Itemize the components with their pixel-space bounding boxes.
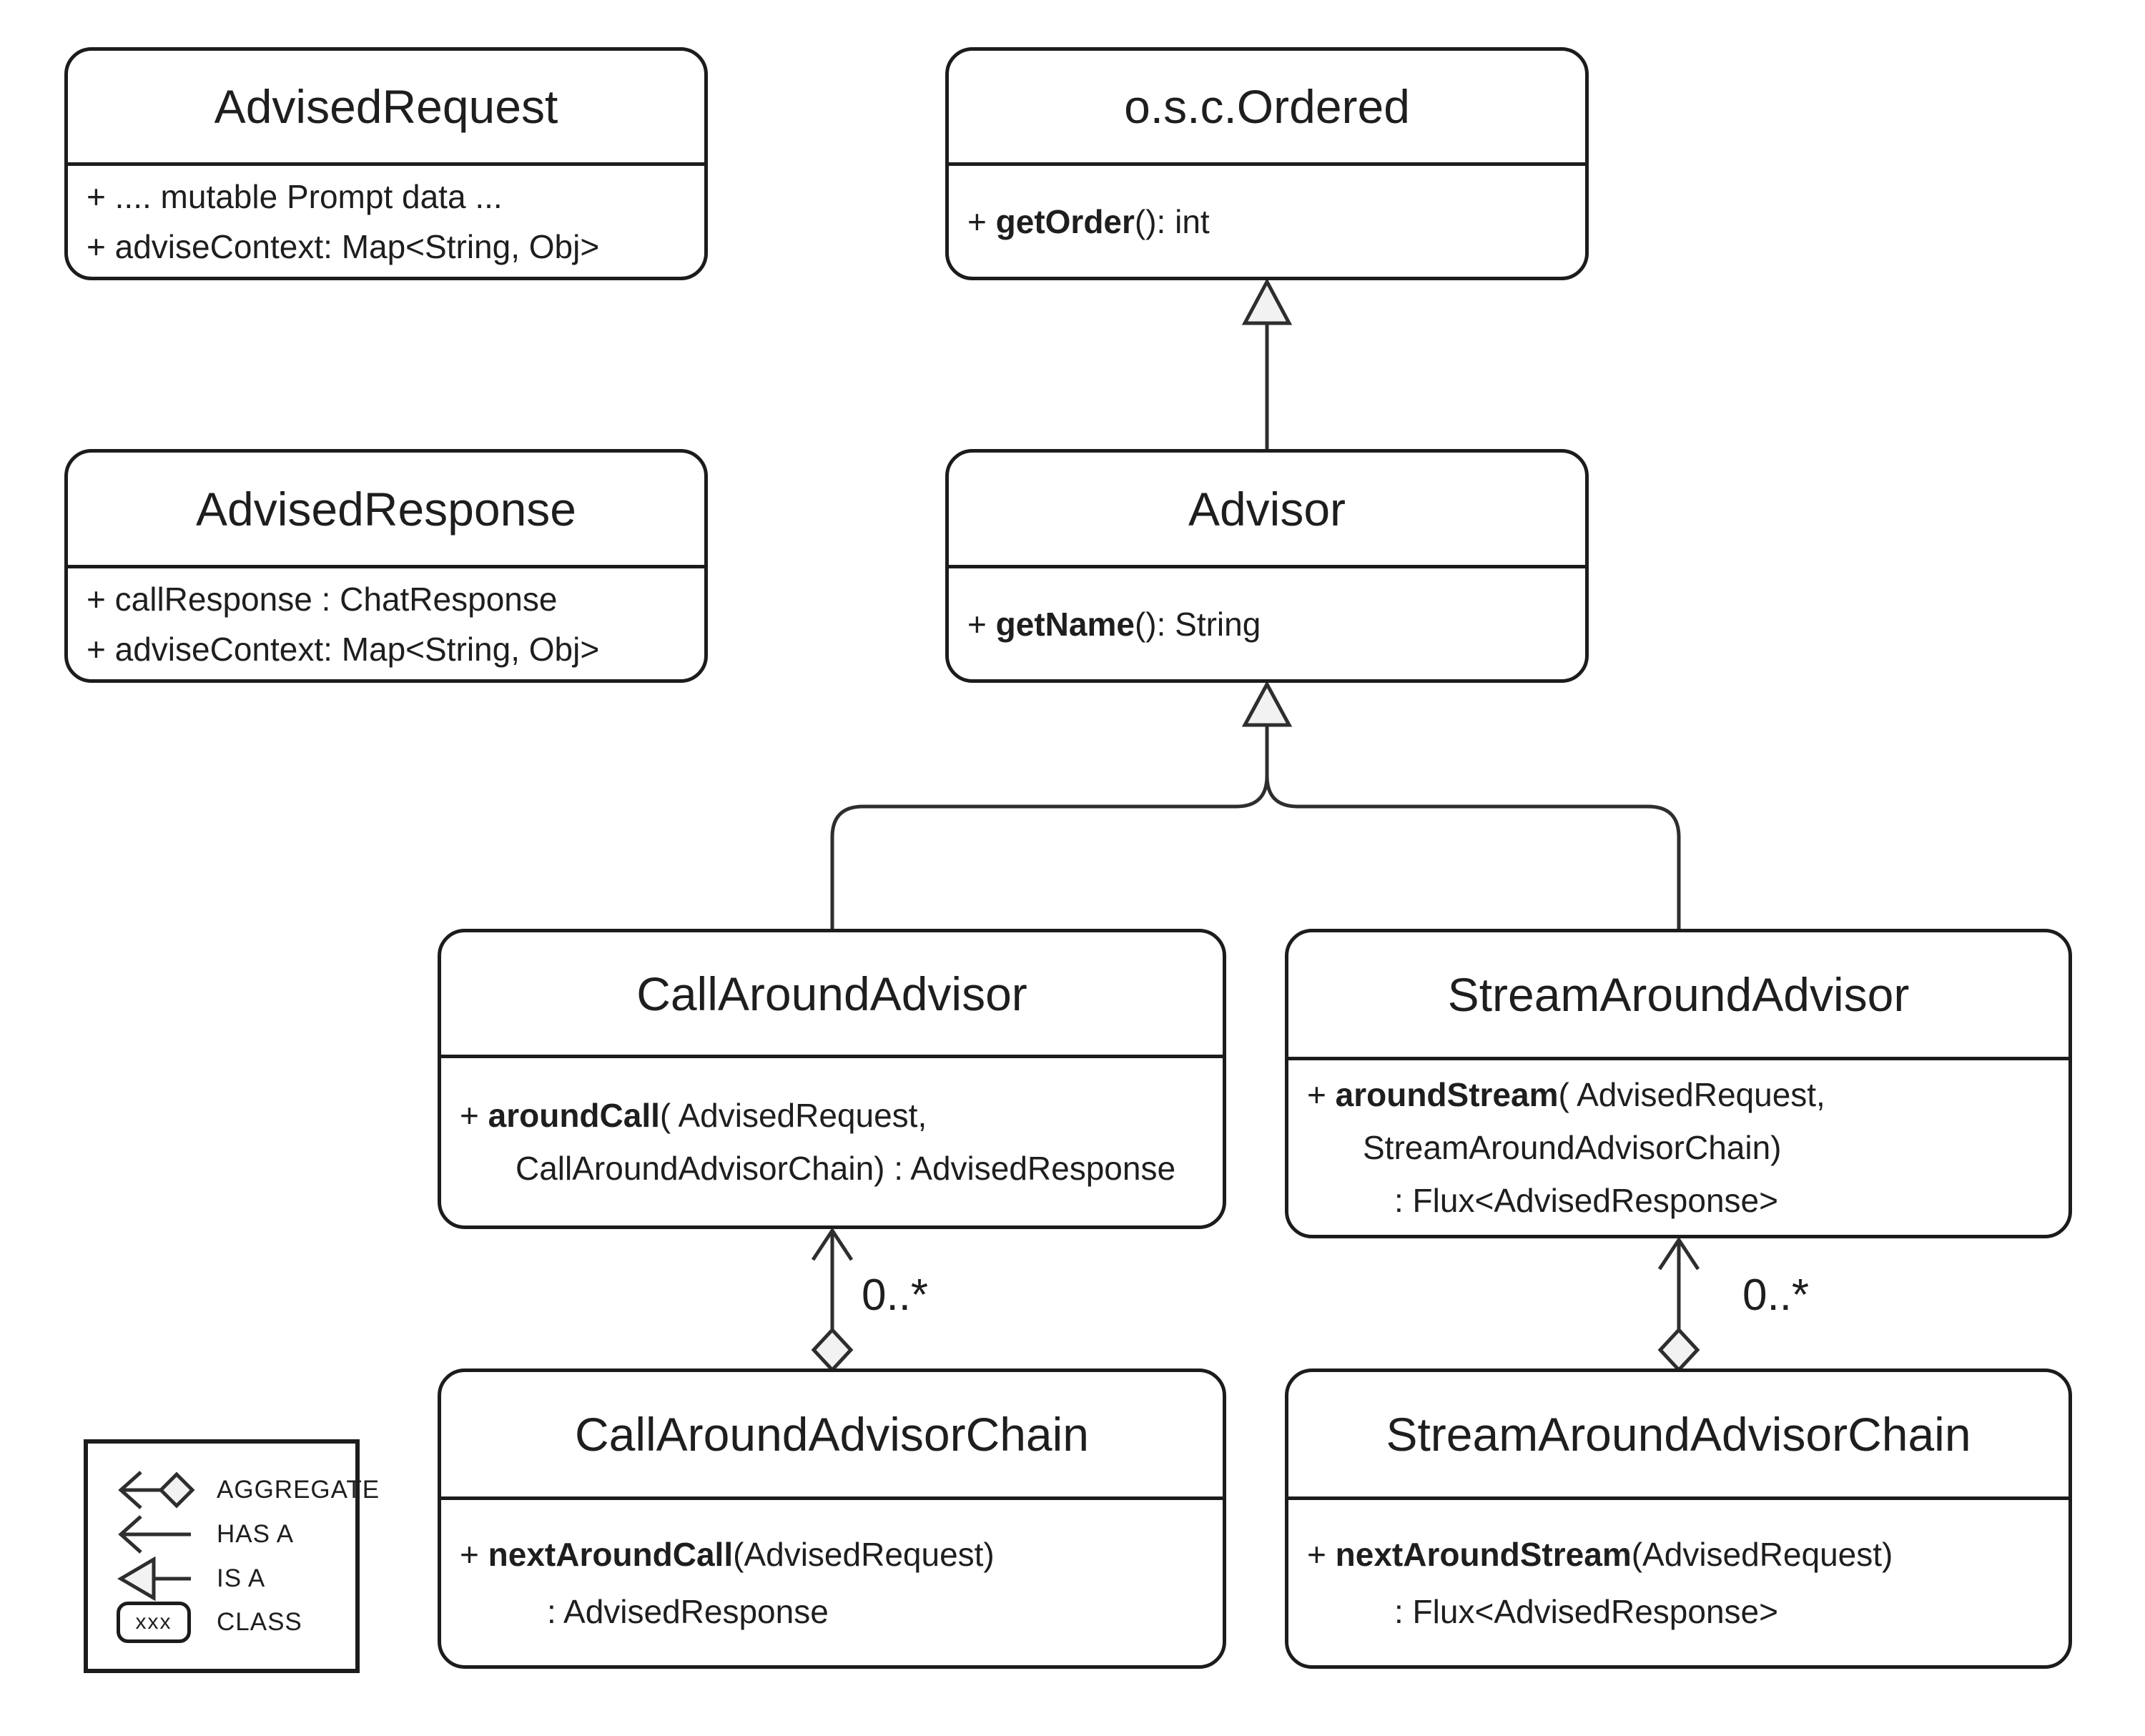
legend-item-is-a: IS A bbox=[117, 1557, 348, 1601]
is-a-connector-subadvisors-to-advisor bbox=[830, 680, 1681, 929]
open-arrowhead-icon bbox=[811, 1227, 854, 1261]
is-a-triangle-icon bbox=[1241, 277, 1293, 325]
class-title: CallAroundAdvisorChain bbox=[441, 1372, 1223, 1500]
legend-label: HAS A bbox=[217, 1520, 295, 1548]
class-box-advisedrequest: AdvisedRequest + .... mutable Prompt dat… bbox=[64, 47, 708, 280]
class-attributes: + getName(): String bbox=[949, 568, 1585, 679]
method-line: + nextAroundStream(AdvisedRequest) bbox=[1307, 1535, 1893, 1573]
class-title: StreamAroundAdvisor bbox=[1288, 932, 2068, 1060]
class-box-streamaroundadvisor: StreamAroundAdvisor + aroundStream( Advi… bbox=[1285, 929, 2072, 1238]
aggregate-icon bbox=[117, 1468, 197, 1512]
class-title: Advisor bbox=[949, 453, 1585, 568]
method-line: + aroundCall( AdvisedRequest, bbox=[460, 1097, 927, 1134]
is-a-connector-advisor-to-ordered bbox=[1241, 277, 1293, 449]
class-attributes: + nextAroundStream(AdvisedRequest) : Flu… bbox=[1288, 1500, 2068, 1665]
class-title: CallAroundAdvisor bbox=[441, 932, 1223, 1058]
class-box-advisedresponse: AdvisedResponse + callResponse : ChatRes… bbox=[64, 449, 708, 683]
has-a-arrow-icon bbox=[117, 1512, 197, 1557]
class-box-icon: xxx bbox=[117, 1601, 197, 1643]
legend-item-class: xxx CLASS bbox=[117, 1601, 348, 1643]
legend-item-aggregate: AGGREGATE bbox=[117, 1468, 379, 1512]
class-box-streamaroundadvisorchain: StreamAroundAdvisorChain + nextAroundStr… bbox=[1285, 1368, 2072, 1669]
legend-label: IS A bbox=[217, 1564, 266, 1592]
aggregate-connector-callchain-to-calladvisor bbox=[811, 1227, 854, 1373]
attribute-line: + .... mutable Prompt data ... bbox=[87, 177, 503, 215]
legend-label: CLASS bbox=[217, 1607, 302, 1636]
method-line: : Flux<AdvisedResponse> bbox=[1394, 1182, 1778, 1219]
attribute-line: + adviseContext: Map<String, Obj> bbox=[87, 630, 600, 668]
aggregate-diamond-icon bbox=[811, 1327, 854, 1373]
class-box-callaroundadvisorchain: CallAroundAdvisorChain + nextAroundCall(… bbox=[438, 1368, 1226, 1669]
class-box-ordered: o.s.c.Ordered + getOrder(): int bbox=[945, 47, 1589, 280]
method-line: + getOrder(): int bbox=[967, 202, 1210, 240]
method-line: + nextAroundCall(AdvisedRequest) bbox=[460, 1535, 995, 1573]
class-title: AdvisedRequest bbox=[68, 51, 704, 166]
aggregate-connector-streamchain-to-streamadvisor bbox=[1657, 1236, 1700, 1373]
is-a-triangle-icon bbox=[1241, 680, 1293, 727]
class-title: AdvisedResponse bbox=[68, 453, 704, 568]
class-attributes: + getOrder(): int bbox=[949, 166, 1585, 277]
class-title: StreamAroundAdvisorChain bbox=[1288, 1372, 2068, 1500]
multiplicity-label: 0..* bbox=[862, 1271, 929, 1320]
class-attributes: + aroundStream( AdvisedRequest, StreamAr… bbox=[1288, 1060, 2068, 1235]
attribute-line: + adviseContext: Map<String, Obj> bbox=[87, 227, 600, 265]
aggregate-diamond-icon bbox=[1657, 1327, 1700, 1373]
class-attributes: + aroundCall( AdvisedRequest, CallAround… bbox=[441, 1058, 1223, 1225]
legend-class-sample-text: xxx bbox=[135, 1609, 172, 1634]
method-line: + aroundStream( AdvisedRequest, bbox=[1307, 1076, 1825, 1113]
method-line: CallAroundAdvisorChain) : AdvisedRespons… bbox=[516, 1150, 1176, 1187]
open-arrowhead-icon bbox=[1657, 1236, 1700, 1271]
legend-label: AGGREGATE bbox=[217, 1476, 380, 1504]
method-line: StreamAroundAdvisorChain) bbox=[1363, 1129, 1782, 1166]
is-a-arrow-icon bbox=[117, 1557, 197, 1601]
multiplicity-label: 0..* bbox=[1742, 1271, 1810, 1320]
legend-item-has-a: HAS A bbox=[117, 1512, 348, 1557]
method-line: : Flux<AdvisedResponse> bbox=[1394, 1592, 1778, 1630]
class-attributes: + .... mutable Prompt data ... + adviseC… bbox=[68, 166, 704, 277]
method-line: : AdvisedResponse bbox=[547, 1592, 829, 1630]
class-box-advisor: Advisor + getName(): String bbox=[945, 449, 1589, 683]
attribute-line: + callResponse : ChatResponse bbox=[87, 580, 558, 618]
class-attributes: + callResponse : ChatResponse + adviseCo… bbox=[68, 568, 704, 679]
class-attributes: + nextAroundCall(AdvisedRequest) : Advis… bbox=[441, 1500, 1223, 1665]
class-box-callaroundadvisor: CallAroundAdvisor + aroundCall( AdvisedR… bbox=[438, 929, 1226, 1229]
method-line: + getName(): String bbox=[967, 605, 1261, 643]
legend: AGGREGATE HAS A IS A xxx bbox=[84, 1439, 379, 1673]
class-title: o.s.c.Ordered bbox=[949, 51, 1585, 166]
